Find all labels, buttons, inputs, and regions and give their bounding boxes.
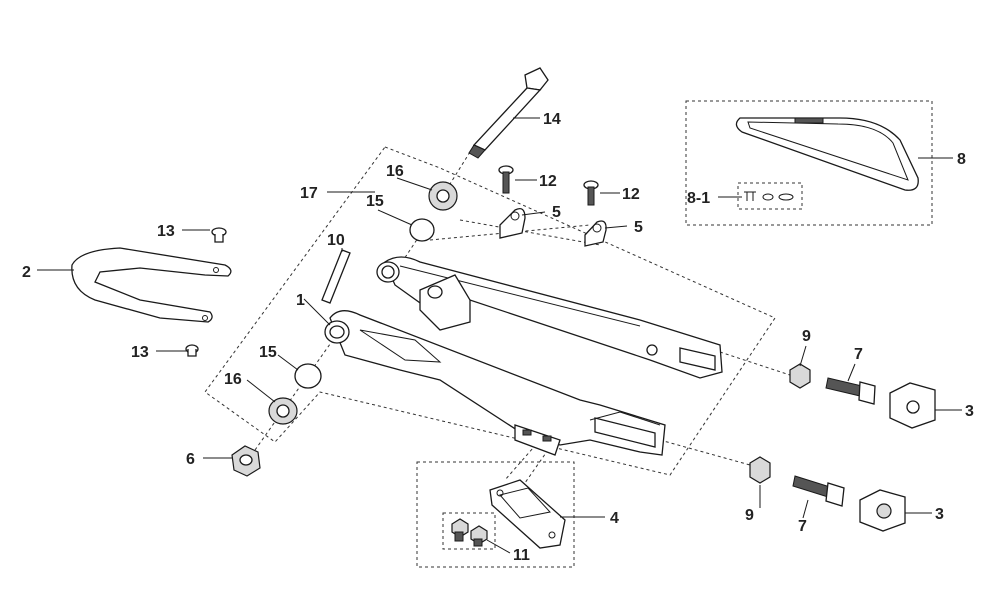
seal-part-15-lower bbox=[294, 363, 322, 389]
label-part-3-lower: 3 bbox=[935, 506, 944, 523]
label-part-15-upper: 15 bbox=[366, 193, 384, 210]
screw-part-13-upper bbox=[211, 227, 227, 243]
label-part-7-lower: 7 bbox=[798, 518, 807, 535]
swing-arm bbox=[324, 256, 723, 456]
nut-part-6 bbox=[231, 445, 261, 477]
label-part-2: 2 bbox=[22, 264, 31, 281]
nut-part-9-lower bbox=[749, 456, 771, 484]
label-part-3-upper: 3 bbox=[965, 403, 974, 420]
label-part-16-lower: 16 bbox=[224, 371, 242, 388]
label-part-13-lower: 13 bbox=[131, 344, 149, 361]
screw-part-13-lower bbox=[185, 344, 199, 357]
label-part-8-1: 8-1 bbox=[687, 190, 710, 207]
label-part-8: 8 bbox=[957, 151, 966, 168]
bolt-part-7-upper bbox=[825, 377, 876, 405]
callout-labels: 1 2 3 3 4 5 5 6 7 7 8 8-1 9 9 10 11 12 1… bbox=[22, 111, 974, 564]
group-box-clip-8-1 bbox=[737, 182, 803, 210]
label-part-14: 14 bbox=[543, 111, 561, 128]
nut-part-9-upper bbox=[789, 363, 811, 389]
label-part-12-left: 12 bbox=[539, 173, 557, 190]
bolt-part-11-left bbox=[451, 518, 469, 542]
group-box-bolts-11 bbox=[442, 512, 496, 550]
label-part-13-upper: 13 bbox=[157, 223, 175, 240]
label-part-5-right: 5 bbox=[634, 219, 643, 236]
adjuster-part-3-upper bbox=[889, 382, 936, 429]
label-part-6: 6 bbox=[186, 451, 195, 468]
seal-part-15-upper bbox=[409, 218, 435, 242]
clamp-part-5-left bbox=[499, 207, 526, 239]
label-part-9-upper: 9 bbox=[802, 328, 811, 345]
pivot-bolt-part-14 bbox=[468, 67, 549, 159]
adjuster-part-3-lower bbox=[859, 489, 906, 532]
bearing-part-16-lower bbox=[268, 397, 298, 425]
bolt-part-11-right bbox=[470, 525, 488, 547]
label-part-10: 10 bbox=[327, 232, 345, 249]
label-part-15-lower: 15 bbox=[259, 344, 277, 361]
label-part-1: 1 bbox=[296, 292, 305, 309]
label-part-7-upper: 7 bbox=[854, 346, 863, 363]
label-part-12-right: 12 bbox=[622, 186, 640, 203]
bolt-part-12-left bbox=[498, 165, 514, 194]
bolt-part-12-right bbox=[583, 180, 599, 206]
label-part-4: 4 bbox=[610, 510, 619, 527]
tube-part-10 bbox=[321, 249, 351, 304]
label-part-16-upper: 16 bbox=[386, 163, 404, 180]
chain-slider-part-2 bbox=[71, 247, 232, 323]
label-part-9-lower: 9 bbox=[745, 507, 754, 524]
group-box-guide-4 bbox=[416, 461, 575, 568]
bearing-part-16-upper bbox=[428, 181, 458, 211]
group-box-17 bbox=[204, 146, 776, 476]
chain-guide-part-4 bbox=[489, 479, 566, 549]
group-box-chain-8 bbox=[685, 100, 933, 226]
leader-lines bbox=[37, 117, 962, 554]
clamp-part-5-right bbox=[584, 220, 607, 247]
label-part-17: 17 bbox=[300, 185, 318, 202]
master-link-part-8-1 bbox=[744, 191, 794, 201]
label-part-5-left: 5 bbox=[552, 204, 561, 221]
bolt-part-7-lower bbox=[792, 475, 845, 507]
chain-part-8 bbox=[735, 117, 919, 191]
label-part-11: 11 bbox=[513, 547, 530, 564]
